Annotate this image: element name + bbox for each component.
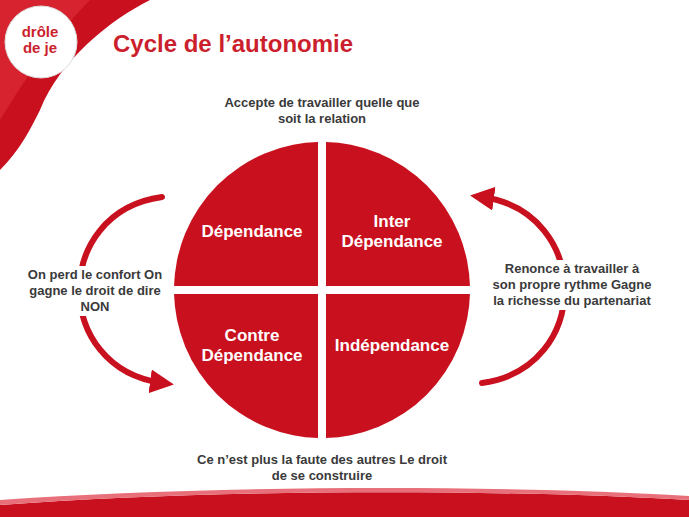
quadrant-label: Dépendance xyxy=(187,222,317,242)
curtain xyxy=(0,0,150,170)
quadrant-shape xyxy=(326,294,470,438)
arrow-label: On perd le confort On gagne le droit de … xyxy=(22,266,168,317)
quadrant-fill xyxy=(326,294,470,438)
logo-circle xyxy=(5,6,77,78)
bottom-band-light xyxy=(0,488,689,505)
quadrant: Dépendance xyxy=(174,142,318,286)
quadrant-label: Indépendance xyxy=(327,336,457,356)
quadrant-fill xyxy=(174,142,318,286)
arrow-label: Renonce à travailler à son propre rythme… xyxy=(489,260,655,311)
quadrant: Inter Dépendance xyxy=(326,142,470,286)
quadrant-shape xyxy=(174,142,318,286)
quadrant: Contre Dépendance xyxy=(174,294,318,438)
quadrant-label: Contre Dépendance xyxy=(187,326,317,367)
quadrant-fill xyxy=(174,294,318,438)
bottom-note: Ce n’est plus la faute des autres Le dro… xyxy=(194,451,450,486)
quadrant: Indépendance xyxy=(326,294,470,438)
top-note: Accepte de travailler quelle que soit la… xyxy=(214,94,430,129)
quadrant-label: Inter Dépendance xyxy=(327,212,457,253)
quadrant-fill xyxy=(326,142,470,286)
quadrant-shape xyxy=(174,294,318,438)
curtain-fold xyxy=(0,0,90,120)
logo-text: drôle de je xyxy=(14,24,66,56)
diagram-title: Cycle de l’autonomie xyxy=(113,30,353,58)
